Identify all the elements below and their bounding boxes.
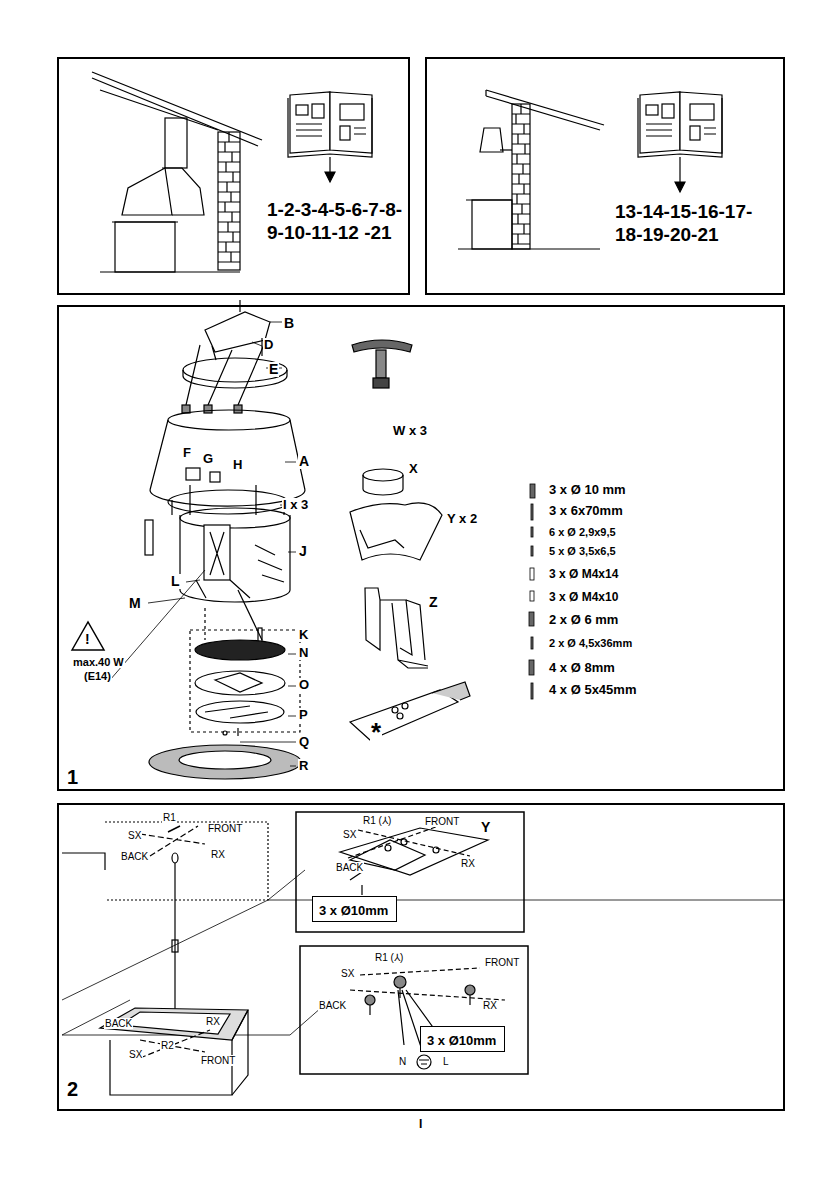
part-letter: H — [232, 458, 243, 472]
part-letter: Z — [428, 595, 439, 610]
direction-label: SX — [128, 1049, 143, 1060]
part-letter: N — [298, 646, 309, 660]
lamp-rating: (E14) — [83, 670, 112, 682]
ceiling-scene — [62, 812, 785, 1095]
wall-hood-scene — [458, 90, 604, 249]
part-letter: M — [128, 596, 142, 611]
direction-label: SX — [340, 968, 355, 979]
exploded-hood — [72, 300, 305, 779]
part-letter: X — [408, 462, 419, 476]
hardware-spec: 3 x 6x70mm — [548, 504, 624, 518]
hardware-spec: 4 x Ø 8mm — [548, 661, 616, 675]
hardware-spec: 5 x Ø 3,5x6,5 — [548, 545, 617, 557]
part-letter: E — [268, 362, 279, 377]
direction-label: SX — [127, 830, 142, 841]
wire-label: N — [398, 1056, 407, 1067]
part-letter: I x 3 — [282, 498, 309, 512]
direction-label: FRONT — [200, 1055, 236, 1066]
accessories — [350, 340, 470, 740]
direction-label: FRONT — [484, 957, 520, 968]
direction-label: BACK — [318, 1000, 347, 1011]
direction-label: BACK — [335, 862, 364, 873]
part-marker: * — [370, 718, 382, 747]
part-letter: B — [283, 316, 295, 331]
direction-label: RX — [482, 1000, 498, 1011]
part-letter: Q — [298, 735, 310, 749]
dimension-box: 3 x Ø10mm — [420, 1026, 505, 1052]
panel: 1 — [57, 305, 785, 791]
wire-label: L — [442, 1056, 450, 1067]
lamp-rating: max.40 W — [72, 656, 125, 668]
step-numbers: 1 — [67, 765, 78, 789]
direction-label: RX — [205, 1016, 221, 1027]
book-icon — [288, 92, 372, 182]
warning-symbol: ! — [84, 632, 91, 647]
panel: 1-2-3-4-5-6-7-8- 9-10-11-12 -21 — [57, 57, 410, 295]
dimension-text: 3 x Ø10mm — [427, 1033, 496, 1048]
direction-label: RX — [210, 849, 226, 860]
leader-lines — [148, 322, 296, 766]
part-letter: O — [298, 678, 310, 692]
direction-label: FRONT — [207, 823, 243, 834]
hardware-spec: 3 x Ø M4x14 — [548, 568, 619, 581]
part-letter: A — [298, 454, 310, 469]
page-number: I — [418, 1118, 423, 1131]
direction-label: SX — [342, 829, 357, 840]
direction-label: BACK — [104, 1018, 133, 1029]
reference-mark: R1 (⅄) — [374, 952, 404, 963]
book-icon — [638, 92, 722, 192]
part-letter: Y x 2 — [446, 512, 478, 526]
part-letter: D — [263, 338, 274, 352]
step-numbers: 13-14-15-16-17- 18-19-20-21 — [615, 201, 765, 247]
part-letter: Y — [480, 820, 491, 835]
panel: 2 3 x Ø10mm 3 x Ø10mm — [57, 803, 785, 1111]
reference-mark: R1 (⅄) — [362, 815, 392, 826]
hardware-spec: 6 x Ø 2,9x9,5 — [548, 526, 617, 538]
hardware-spec: 3 x Ø M4x10 — [548, 591, 619, 604]
direction-label: RX — [460, 858, 476, 869]
part-letter: R — [298, 759, 309, 773]
hardware-spec: 2 x Ø 6 mm — [548, 613, 619, 627]
island-hood-scene — [92, 72, 262, 272]
part-letter: G — [202, 452, 214, 466]
panel: 13-14-15-16-17- 18-19-20-21 — [425, 57, 785, 295]
part-letter: F — [182, 446, 192, 460]
reference-mark: R2 — [160, 1040, 175, 1051]
part-letter: K — [298, 628, 309, 642]
step-numbers: 2 — [67, 1077, 78, 1101]
part-letter: W x 3 — [392, 424, 428, 438]
dimension-text: 3 x Ø10mm — [319, 903, 388, 918]
hardware-spec: 2 x Ø 4,5x36mm — [548, 637, 633, 649]
part-letter: L — [170, 574, 181, 589]
part-letter: J — [298, 544, 308, 559]
part-letter: P — [298, 708, 309, 722]
dimension-box: 3 x Ø10mm — [312, 896, 397, 922]
hardware-icons — [529, 484, 535, 699]
hardware-spec: 4 x Ø 5x45mm — [548, 683, 637, 697]
direction-label: BACK — [120, 851, 149, 862]
step-numbers: 1-2-3-4-5-6-7-8- 9-10-11-12 -21 — [267, 199, 417, 245]
direction-label: FRONT — [424, 816, 460, 827]
reference-mark: R1 — [162, 812, 177, 823]
hardware-spec: 3 x Ø 10 mm — [548, 483, 627, 497]
